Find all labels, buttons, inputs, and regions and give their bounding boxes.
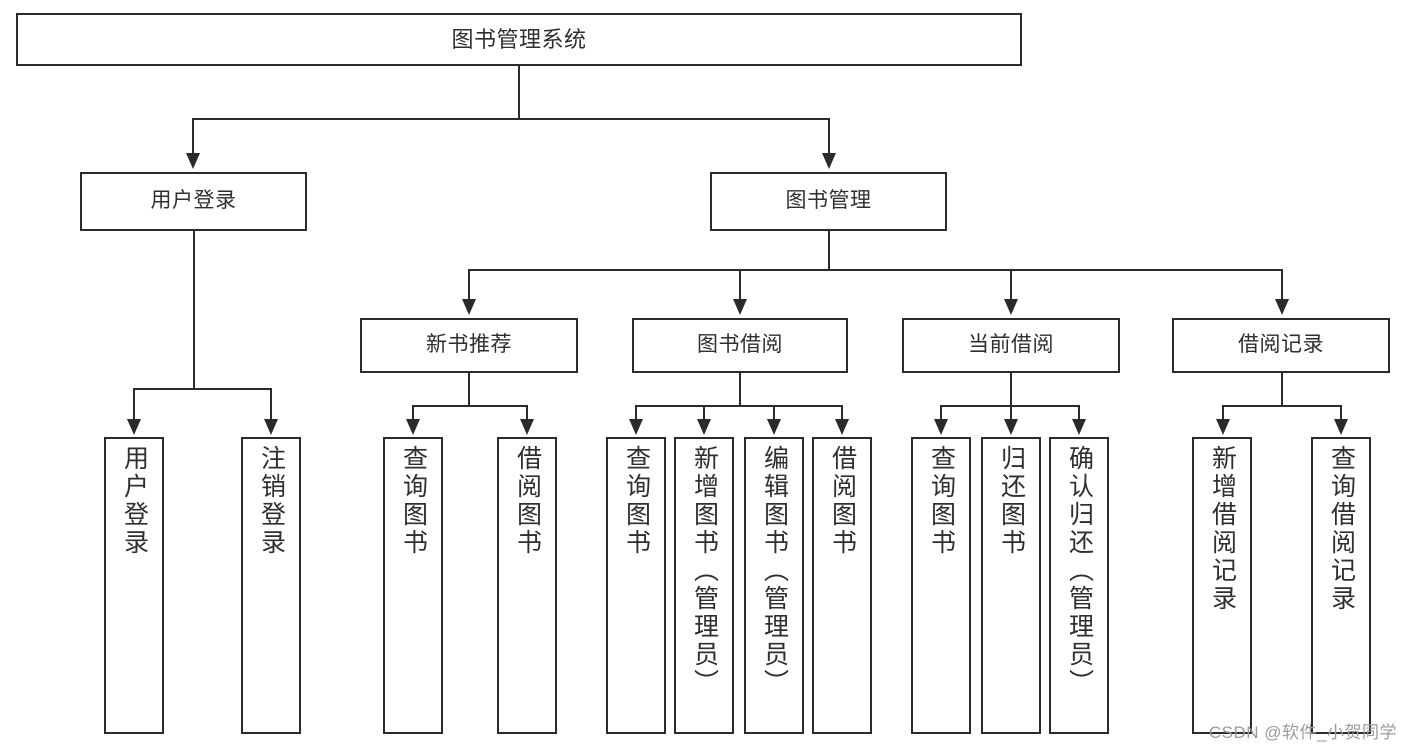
arrowhead-leaf-add-borrow-record (1216, 419, 1230, 435)
node-label: 借阅图书 (513, 445, 542, 557)
edge-cb-drop-1 (940, 405, 942, 421)
arrowhead-leaf-user-login (127, 419, 141, 435)
node-label: 用户登录 (150, 189, 237, 213)
arrowhead-leaf-borrow-book-1 (520, 419, 534, 435)
node-leaf-return-book[interactable]: 归还图书 (981, 437, 1041, 734)
node-label: 查询图书 (927, 445, 956, 557)
edge-book-borrow-stem (739, 373, 741, 406)
arrowhead-leaf-query-book-2 (629, 419, 643, 435)
node-leaf-borrow-book-1[interactable]: 借阅图书 (497, 437, 557, 734)
edge-nbr-drop-2 (526, 405, 528, 421)
node-label: 查询图书 (622, 445, 651, 557)
node-label: 编辑图书（管理员） (760, 445, 789, 697)
node-leaf-logout[interactable]: 注销登录 (241, 437, 301, 734)
edge-to-borrow-record (1281, 269, 1283, 301)
node-leaf-query-book-3[interactable]: 查询图书 (911, 437, 971, 734)
arrowhead-leaf-confirm-return (1072, 419, 1086, 435)
node-book-borrow[interactable]: 图书借阅 (632, 318, 848, 373)
edge-level2-bus (192, 118, 830, 120)
node-label: 借阅记录 (1238, 333, 1324, 357)
edge-user-login-stem (193, 231, 195, 389)
node-label: 新增图书（管理员） (690, 445, 719, 697)
node-label: 新增借阅记录 (1208, 445, 1237, 613)
edge-level3-bus (468, 269, 1282, 271)
edge-to-book-borrow (739, 269, 741, 301)
node-leaf-borrow-book-2[interactable]: 借阅图书 (812, 437, 872, 734)
node-new-book-recommend[interactable]: 新书推荐 (360, 318, 578, 373)
node-label: 用户登录 (120, 445, 149, 557)
node-current-borrow[interactable]: 当前借阅 (902, 318, 1120, 373)
arrowhead-leaf-query-book-1 (406, 419, 420, 435)
edge-user-login-bus (133, 388, 271, 390)
node-leaf-query-book-2[interactable]: 查询图书 (606, 437, 666, 734)
node-leaf-query-borrow-record[interactable]: 查询借阅记录 (1311, 437, 1371, 734)
edge-user-login-drop-1 (133, 388, 135, 421)
node-label: 查询借阅记录 (1327, 445, 1356, 613)
edge-current-borrow-stem (1010, 373, 1012, 406)
node-label: 当前借阅 (968, 333, 1054, 357)
arrowhead-to-user-login (186, 153, 200, 169)
edge-bb-drop-4 (841, 405, 843, 421)
edge-to-new-book-recommend (468, 269, 470, 301)
node-label: 确认归还（管理员） (1065, 445, 1094, 697)
edge-book-borrow-bus (635, 405, 843, 407)
node-label: 新书推荐 (426, 333, 512, 357)
arrowhead-leaf-query-book-3 (934, 419, 948, 435)
node-user-login[interactable]: 用户登录 (80, 172, 307, 231)
arrowhead-leaf-logout (264, 419, 278, 435)
node-leaf-confirm-return[interactable]: 确认归还（管理员） (1049, 437, 1109, 734)
arrowhead-to-book-management (822, 153, 836, 169)
node-leaf-add-book[interactable]: 新增图书（管理员） (674, 437, 734, 734)
edge-bb-drop-1 (635, 405, 637, 421)
arrowhead-to-borrow-record (1275, 299, 1289, 315)
node-label: 查询图书 (399, 445, 428, 557)
node-leaf-add-borrow-record[interactable]: 新增借阅记录 (1192, 437, 1252, 734)
edge-nbr-drop-1 (412, 405, 414, 421)
arrowhead-leaf-add-book (697, 419, 711, 435)
arrowhead-to-book-borrow (733, 299, 747, 315)
edge-user-login-drop-2 (270, 388, 272, 421)
node-label: 借阅图书 (828, 445, 857, 557)
edge-cb-drop-3 (1078, 405, 1080, 421)
edge-br-drop-1 (1222, 405, 1224, 421)
edge-bb-drop-3 (773, 405, 775, 421)
edge-to-current-borrow (1010, 269, 1012, 301)
edge-new-book-recommend-bus (412, 405, 527, 407)
edge-to-user-login (192, 118, 194, 156)
arrowhead-leaf-edit-book (767, 419, 781, 435)
edge-borrow-record-stem (1281, 373, 1283, 406)
edge-book-management-stem (828, 231, 830, 271)
edge-new-book-recommend-stem (468, 373, 470, 406)
node-leaf-edit-book[interactable]: 编辑图书（管理员） (744, 437, 804, 734)
node-leaf-user-login[interactable]: 用户登录 (104, 437, 164, 734)
edge-cb-drop-2 (1010, 405, 1012, 421)
edge-bb-drop-2 (703, 405, 705, 421)
node-root-system[interactable]: 图书管理系统 (16, 13, 1022, 66)
edge-borrow-record-bus (1222, 405, 1341, 407)
arrowhead-leaf-borrow-book-2 (835, 419, 849, 435)
node-label: 图书借阅 (697, 333, 783, 357)
node-label: 图书管理 (785, 189, 872, 213)
arrowhead-to-new-book-recommend (462, 299, 476, 315)
node-borrow-record[interactable]: 借阅记录 (1172, 318, 1390, 373)
arrowhead-leaf-query-borrow-record (1334, 419, 1348, 435)
node-label: 注销登录 (257, 445, 286, 557)
node-book-management[interactable]: 图书管理 (710, 172, 947, 231)
arrowhead-to-current-borrow (1004, 299, 1018, 315)
arrowhead-leaf-return-book (1004, 419, 1018, 435)
node-label: 归还图书 (997, 445, 1026, 557)
node-label: 图书管理系统 (451, 26, 587, 52)
edge-root-stem (518, 66, 520, 118)
edge-br-drop-2 (1340, 405, 1342, 421)
node-leaf-query-book-1[interactable]: 查询图书 (383, 437, 443, 734)
edge-to-book-management (828, 118, 830, 156)
